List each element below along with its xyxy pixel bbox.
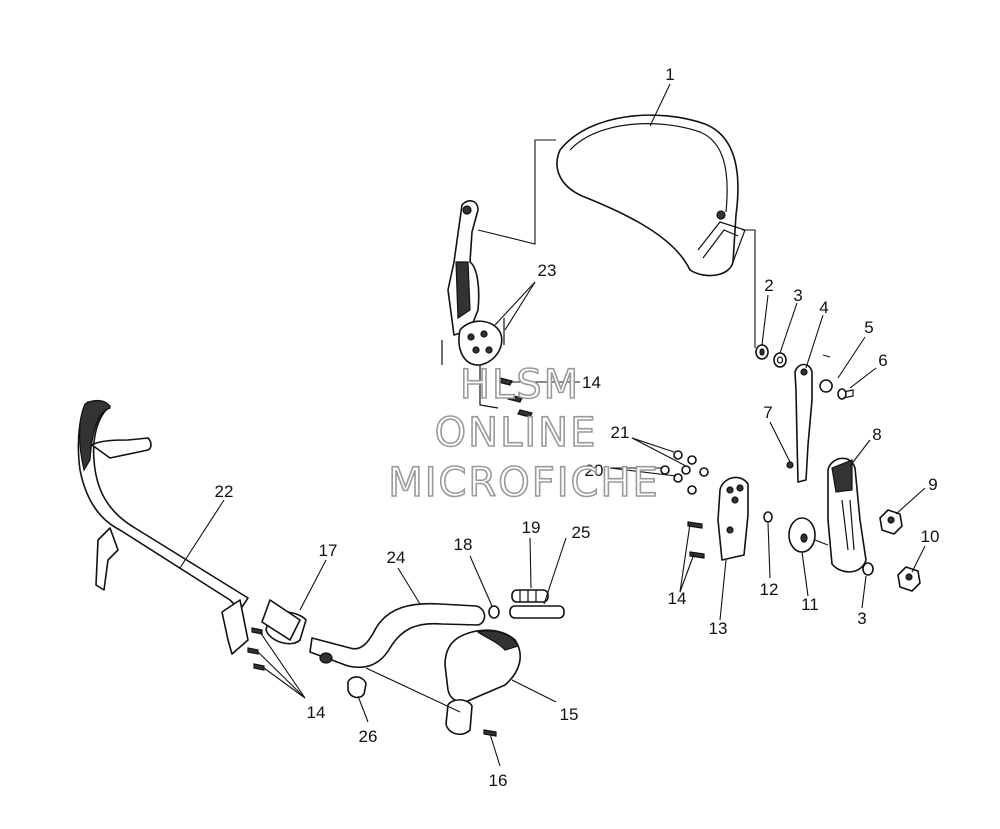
- callout-11: 11: [801, 595, 819, 614]
- watermark: HLSM ONLINE MICROFICHE: [387, 361, 660, 507]
- callout-19: 19: [522, 518, 541, 537]
- callout-25: 25: [572, 523, 591, 542]
- callout-3-lower: 3: [857, 609, 866, 628]
- callout-17: 17: [319, 541, 338, 560]
- screws-upper: [497, 377, 533, 418]
- watermark-line1: HLSM: [460, 362, 580, 408]
- mounting-plate: [687, 476, 749, 561]
- main-handle-bar: [77, 399, 307, 671]
- watermark-line3: MICROFICHE: [388, 460, 660, 506]
- grip: [261, 599, 301, 641]
- hardware-right-upper: [742, 229, 854, 483]
- callout-15: 15: [560, 705, 579, 724]
- callout-12: 12: [760, 580, 779, 599]
- callout-13: 13: [709, 619, 728, 638]
- callout-10: 10: [921, 527, 940, 546]
- sleeves: [488, 589, 565, 619]
- callout-8: 8: [872, 425, 881, 444]
- callout-3-upper: 3: [793, 286, 802, 305]
- seat-back-cushion: [556, 114, 746, 277]
- callout-14-upper: 14: [582, 373, 601, 392]
- leader-lines: [179, 83, 926, 767]
- callout-5: 5: [864, 318, 873, 337]
- callout-9: 9: [928, 475, 937, 494]
- callout-23: 23: [538, 261, 557, 280]
- callout-4: 4: [819, 298, 828, 317]
- callout-20: 20: [585, 461, 604, 480]
- cover: [347, 629, 521, 737]
- callout-2: 2: [764, 276, 773, 295]
- watermark-line2: ONLINE: [435, 410, 598, 456]
- callout-22: 22: [215, 482, 234, 501]
- callout-labels: 1 2 3 4 5 6 7 8 9 10 3 11 12 13 14 14 14…: [215, 65, 940, 790]
- callout-16: 16: [489, 771, 508, 790]
- callout-21: 21: [611, 423, 630, 442]
- nuts-group: [660, 450, 709, 495]
- callout-14-right: 14: [668, 589, 687, 608]
- callout-18: 18: [454, 535, 473, 554]
- seat-lever-assembly: [441, 139, 556, 409]
- callout-26: 26: [359, 727, 378, 746]
- callout-7: 7: [763, 403, 772, 422]
- callout-6: 6: [878, 351, 887, 370]
- hardware-right-lower: [763, 457, 921, 592]
- callout-1: 1: [665, 65, 674, 84]
- callout-24: 24: [387, 548, 406, 567]
- bent-tube: [309, 602, 486, 669]
- callout-14-left: 14: [307, 703, 326, 722]
